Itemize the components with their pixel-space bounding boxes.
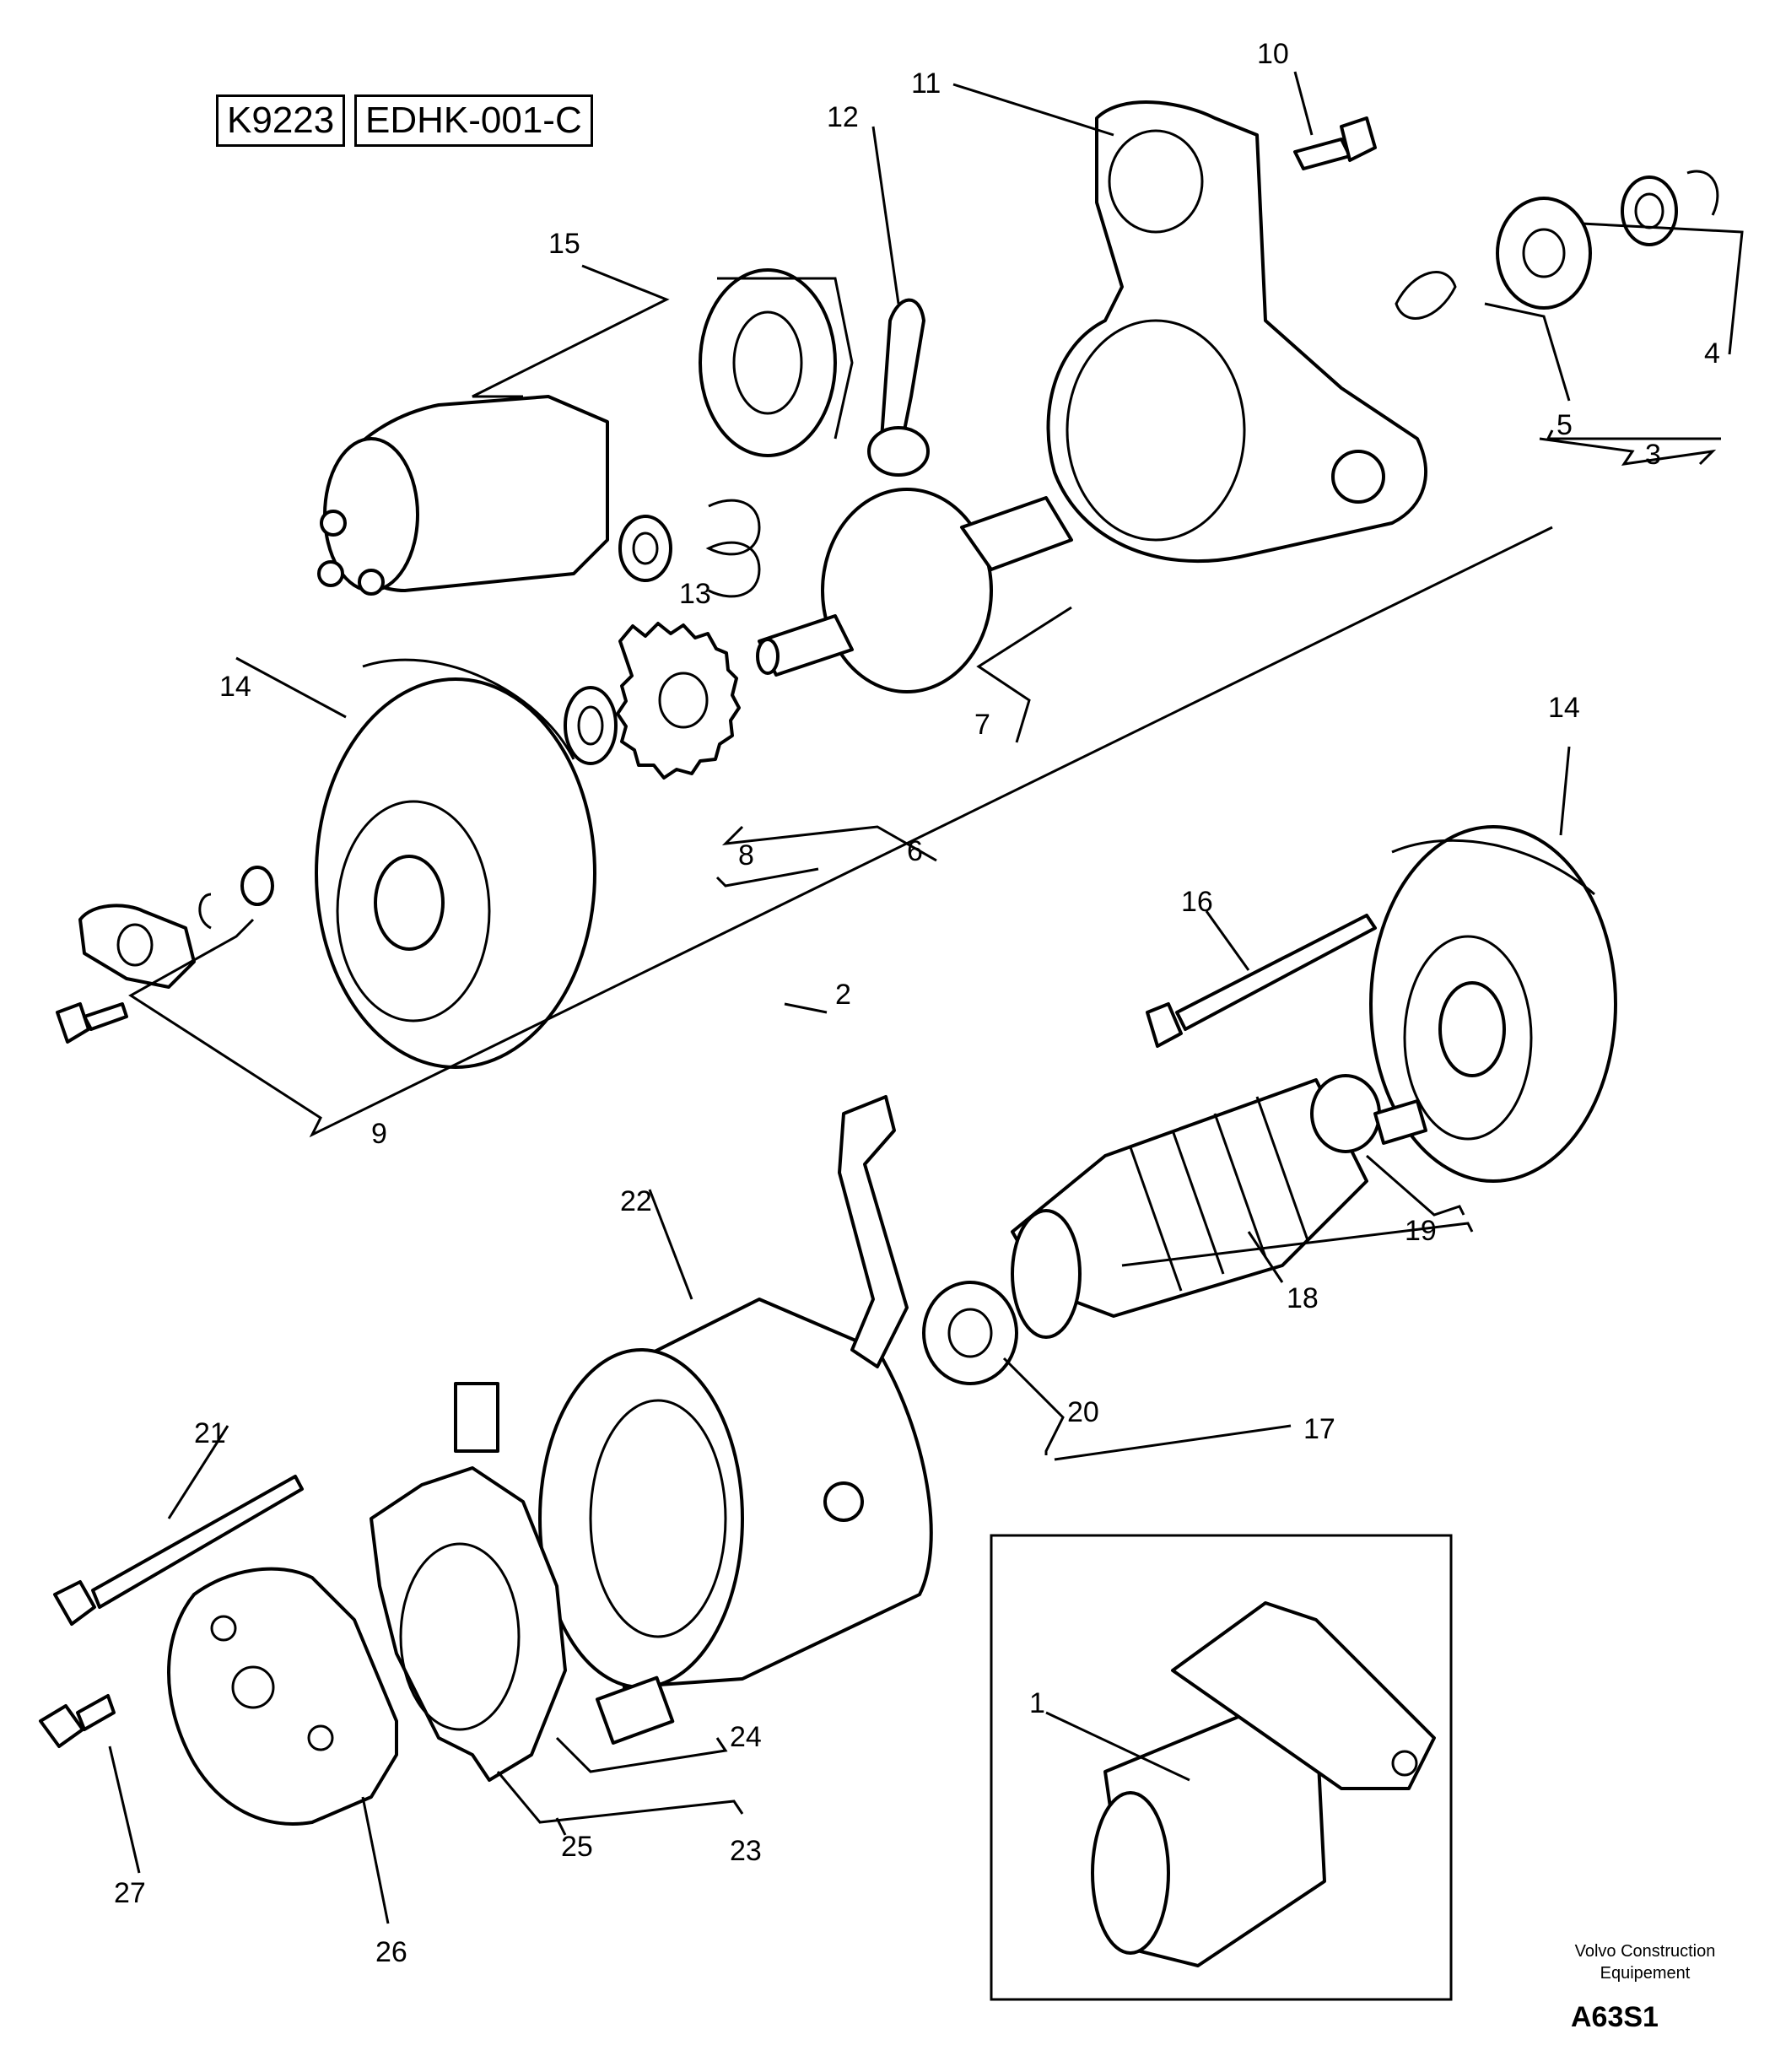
callout-24: 24 <box>730 1721 762 1753</box>
gear-part-8 <box>564 622 741 780</box>
callout-23: 23 <box>730 1835 762 1867</box>
leader-lines <box>108 71 1744 1924</box>
armature-part-18 <box>1011 1074 1427 1339</box>
yoke-part-22 <box>454 1095 933 1689</box>
callout-26: 26 <box>375 1936 407 1968</box>
through-bolt-part-16 <box>1146 914 1377 1048</box>
callout-19: 19 <box>1405 1215 1437 1247</box>
lever-part-12 <box>867 298 930 477</box>
callout-6: 6 <box>907 835 923 867</box>
caption-line-1: Volvo Construction <box>1574 1942 1716 1961</box>
caption-line-2: Equipement <box>1600 1964 1691 1983</box>
callout-11: 11 <box>911 67 941 100</box>
bolt-part-21 <box>53 1475 304 1626</box>
solenoid-part-15 <box>317 268 854 596</box>
pinion-part-5 <box>1395 197 1592 320</box>
assembled-starter-part-1 <box>1091 1601 1436 1967</box>
callout-2: 2 <box>835 979 851 1011</box>
bushing-bracket-part-9 <box>56 866 274 1044</box>
bearing-part-20 <box>922 1281 1018 1385</box>
callout-4: 4 <box>1704 337 1720 370</box>
gear-shaft-part-7 <box>756 488 1073 693</box>
callout-25: 25 <box>561 1831 593 1863</box>
callout-21: 21 <box>194 1417 226 1449</box>
callout-27: 27 <box>114 1877 146 1909</box>
callout-9: 9 <box>371 1118 387 1150</box>
spring-part-13 <box>618 499 761 598</box>
callout-17: 17 <box>1303 1413 1335 1445</box>
end-cover-part-14-lower <box>1369 825 1617 1183</box>
drawing-reference-box: EDHK-001-C <box>354 94 593 147</box>
callout-5: 5 <box>1556 409 1573 441</box>
rear-cover-part-26 <box>167 1567 398 1826</box>
callout-14-lower: 14 <box>1548 692 1580 724</box>
callout-16: 16 <box>1181 886 1213 918</box>
screw-part-27 <box>39 1694 116 1748</box>
callout-7: 7 <box>974 709 990 741</box>
callout-10: 10 <box>1257 38 1289 70</box>
callout-18: 18 <box>1287 1282 1319 1314</box>
callout-8: 8 <box>738 839 754 871</box>
callout-13: 13 <box>679 578 711 610</box>
callout-20: 20 <box>1067 1396 1099 1428</box>
callout-3: 3 <box>1645 439 1661 471</box>
brush-holder-part-25 <box>370 1466 675 1782</box>
figure-code: A63S1 <box>1571 2001 1659 2033</box>
drawing-code-box: K9223 <box>216 94 346 147</box>
callout-12: 12 <box>827 101 859 133</box>
callout-1: 1 <box>1029 1687 1045 1719</box>
part-number-labels: 1 2 3 4 5 6 7 8 9 10 11 12 13 14 14 15 1… <box>114 38 1720 1968</box>
bolt-part-10 <box>1293 116 1377 170</box>
callout-14-upper: 14 <box>219 671 251 703</box>
callout-15: 15 <box>548 228 580 260</box>
callout-22: 22 <box>620 1185 652 1217</box>
end-cover-part-14-upper <box>315 658 596 1069</box>
inset-frame <box>990 1534 1453 2001</box>
drive-housing-part-11 <box>1046 100 1427 564</box>
collar-part-4 <box>1621 170 1719 246</box>
